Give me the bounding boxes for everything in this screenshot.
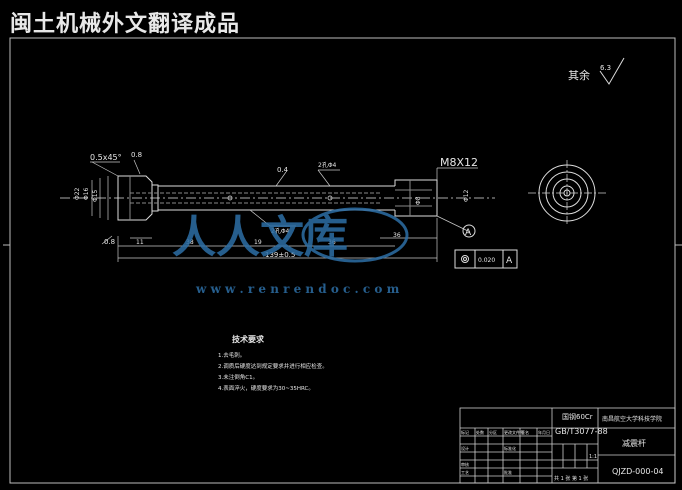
shaft-head [117, 175, 153, 221]
dim-total: 139±0.5 [265, 251, 295, 259]
tb-standard: GB/T3077-88 [555, 427, 608, 436]
tb-role-5: 批准 [504, 469, 512, 475]
dim-len-36b: 36 [328, 239, 336, 246]
tb-sheet: 共 1 张 第 1 张 [554, 475, 588, 482]
banner-title: 闽土机械外文翻译成品 [10, 12, 241, 37]
dim-len-36: 36 [393, 232, 401, 239]
watermark-url: w w w . r e n r e n d o c . c o m [195, 282, 400, 296]
dimension-lines [90, 159, 478, 262]
tb-row-label-2: 处数 [476, 429, 484, 435]
dim-r-top: 0.8 [131, 151, 142, 159]
title-block [459, 407, 676, 484]
tb-role-2: 标准化 [504, 445, 516, 451]
datum-label: A [465, 228, 472, 238]
tb-row-label-4: 更改文件号 [504, 429, 524, 435]
tech-req-line-3: 3.未注倒角C1。 [218, 373, 258, 381]
roughness-label: 其余 [568, 68, 590, 82]
dim-d3: Φ15 [92, 189, 99, 202]
tech-req-line-2: 2.调质后硬度达到规定要求并进行相应检查。 [218, 362, 328, 370]
dim-len-11: 11 [136, 239, 144, 246]
dim-d-mid: Φ8 [415, 196, 422, 205]
tb-material: 国钢60Cr [562, 412, 593, 421]
tb-school: 南昌航空大学科技学院 [602, 415, 662, 423]
tb-part-name: 减震杆 [622, 438, 646, 448]
dim-d2: Φ16 [83, 187, 90, 200]
dim-hole2: 2孔Φ4 [318, 161, 337, 169]
dim-hole2b: 2孔Φ4 [271, 227, 290, 235]
tb-drawing-no: QJZD-000-04 [612, 467, 664, 476]
drawing-border [9, 37, 676, 484]
dim-d-right: Φ12 [463, 189, 470, 202]
watermark: 人人文库 w w w . r e n r e n d o c . c o m [172, 207, 409, 296]
tb-row-label-5: 签名 [521, 429, 529, 435]
dim-thread: M8X12 [440, 156, 478, 169]
tol-datum: A [506, 256, 513, 266]
tolerance-frame [454, 249, 518, 269]
tb-row-label-6: 年月日 [538, 429, 550, 435]
tb-role-3: 审核 [461, 461, 469, 467]
dim-d1: Φ22 [74, 187, 81, 200]
datum-circle [462, 224, 476, 238]
tech-req-line-1: 1.去毛刺。 [218, 351, 245, 359]
dim-chamfer: 0.5x45° [90, 153, 122, 162]
tech-req-title: 技术要求 [232, 334, 265, 344]
roughness-symbol-icon [599, 57, 625, 85]
roughness-value: 6.3 [600, 64, 611, 72]
tb-row-label-3: 分区 [489, 429, 497, 435]
dim-runout: 0.4 [277, 166, 289, 174]
watermark-ring-icon [301, 207, 409, 263]
tech-req-line-4: 4.表面淬火，硬度要求为30~35HRC。 [218, 384, 314, 392]
dim-len-19: 19 [254, 239, 262, 246]
dim-len-38: 38 [186, 239, 194, 246]
tb-scale: 1:1 [589, 454, 597, 460]
tb-role-1: 设计 [461, 445, 469, 451]
tb-role-4: 工艺 [461, 470, 469, 475]
shaft-side-view [528, 160, 606, 226]
dim-r-bottom: 0.8 [104, 238, 115, 246]
shaft-thread-end [394, 179, 438, 217]
tb-row-label-1: 标记 [461, 429, 469, 435]
tol-value: 0.020 [478, 257, 495, 264]
